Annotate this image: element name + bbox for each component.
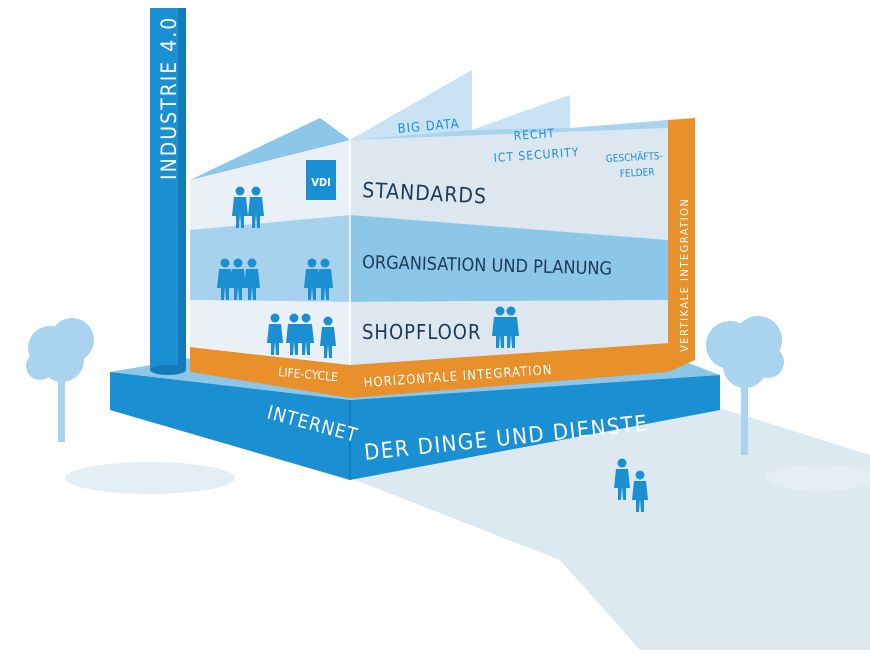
vdi-logo-text: VDI (311, 176, 331, 189)
pillar-label: INDUSTRIE 4.0 (157, 16, 181, 180)
vertikale-integration-label: VERTIKALE INTEGRATION (678, 198, 691, 352)
roof-label-recht: RECHT (513, 126, 555, 143)
roof-label-geschaefts: GESCHÄFTS- (605, 149, 663, 165)
shopfloor-label: SHOPFLOOR (362, 320, 481, 344)
life-cycle-band (190, 347, 350, 398)
vertikale-integration-bar (668, 118, 695, 372)
tree-shadow-right (765, 465, 870, 491)
roof-sawtooth-face (350, 70, 472, 140)
base-platform-front (350, 375, 720, 480)
building-front-organisation (350, 215, 668, 302)
roof-left-edge (190, 118, 350, 180)
roof-label-big-data: BIG DATA (397, 117, 460, 137)
tree-shadow-left (65, 462, 235, 494)
horizontale-integration-band (350, 343, 668, 398)
ground-shadow (350, 408, 870, 650)
building-front-standards (350, 128, 668, 240)
roof-label-ict-security: ICT SECURITY (493, 145, 580, 165)
vdi-logo (306, 160, 336, 200)
roof-sawtooth-face-2 (472, 95, 570, 130)
life-cycle-label: LIFE-CYCLE (278, 365, 339, 384)
tree-icon (26, 318, 94, 442)
tree-icon (706, 316, 784, 455)
base-platform-left (110, 372, 350, 480)
roof-label-felder: FELDER (620, 167, 655, 180)
